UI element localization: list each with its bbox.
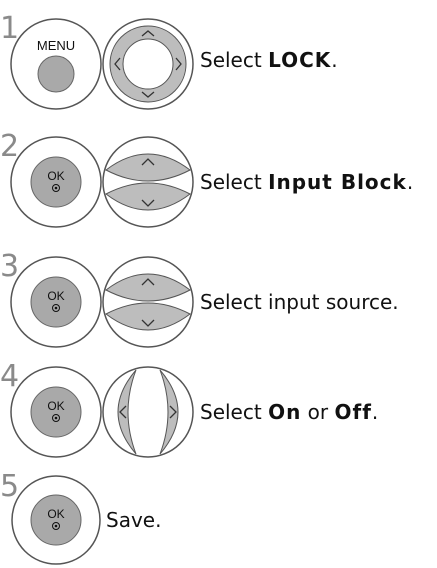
ok-label: OK (47, 399, 64, 413)
step-number: 5 (0, 469, 20, 504)
down-arrow-icon (141, 199, 155, 207)
step-number: 4 (0, 359, 20, 394)
menu-label: MENU (37, 38, 75, 53)
ok-button[interactable]: OK (10, 136, 102, 228)
step-5-buttons: OK (11, 475, 101, 565)
ok-button[interactable]: OK (10, 256, 102, 348)
down-arrow-icon (141, 91, 155, 98)
step-number: 3 (0, 249, 20, 284)
step-4-buttons: OK (10, 366, 194, 458)
down-arrow-icon (141, 319, 155, 327)
step-5: 5 OK Save. (0, 470, 437, 568)
ok-label: OK (47, 169, 64, 183)
step-number: 2 (0, 129, 20, 164)
step-4: 4 OK Select On or Off. (0, 360, 437, 472)
menu-button[interactable]: MENU (10, 18, 102, 110)
up-arrow-icon (141, 158, 155, 166)
step-caption: Select input source. (200, 290, 399, 314)
ok-button[interactable]: OK (10, 366, 102, 458)
ok-dot-icon (52, 522, 60, 530)
ok-dot-icon (52, 414, 60, 422)
step-caption: Select Input Block. (200, 170, 414, 194)
step-3-buttons: OK (10, 256, 194, 348)
ok-label: OK (47, 289, 64, 303)
step-caption: Select LOCK. (200, 48, 338, 72)
left-arrow-icon (114, 57, 121, 71)
up-arrow-icon (141, 278, 155, 286)
step-1-buttons: MENU (10, 18, 194, 110)
up-arrow-icon (141, 30, 155, 37)
ok-label: OK (47, 507, 64, 521)
left-right-pad[interactable] (102, 366, 194, 458)
right-arrow-icon (175, 57, 182, 71)
step-caption: Select On or Off. (200, 400, 379, 424)
ok-dot-icon (52, 184, 60, 192)
ok-button[interactable]: OK (11, 475, 101, 565)
up-down-pad[interactable] (102, 136, 194, 228)
ok-dot-icon (52, 304, 60, 312)
step-2: 2 OK Select Input Block. (0, 130, 437, 242)
step-caption: Save. (106, 508, 162, 532)
step-1: 1 MENU Select LOCK. (0, 0, 437, 112)
nav-pad[interactable] (102, 18, 194, 110)
step-number: 1 (0, 11, 20, 46)
step-2-buttons: OK (10, 136, 194, 228)
left-arrow-icon (119, 405, 127, 419)
up-down-pad[interactable] (102, 256, 194, 348)
right-arrow-icon (169, 405, 177, 419)
step-3: 3 OK Select input source. (0, 250, 437, 362)
